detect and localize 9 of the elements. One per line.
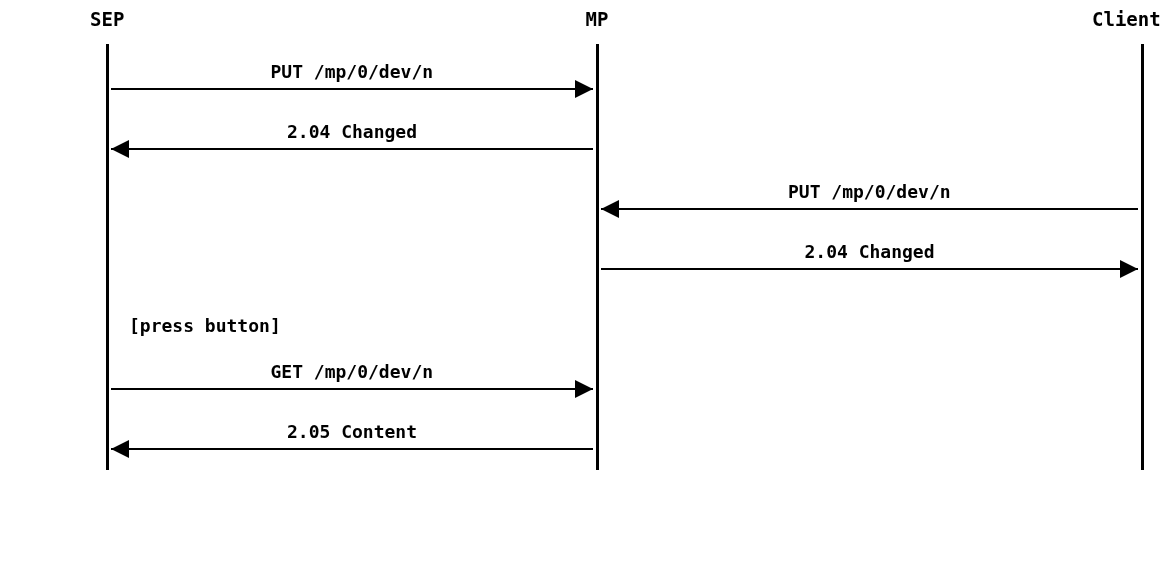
message-arrow [110, 380, 594, 398]
message-arrow [110, 80, 594, 98]
participant-label: SEP [90, 8, 125, 30]
message-arrow [600, 200, 1139, 218]
participant-label: Client [1092, 8, 1161, 30]
message-arrow [600, 260, 1139, 278]
participant-label: MP [585, 8, 609, 30]
message-arrow [110, 140, 594, 158]
message-arrow [110, 440, 594, 458]
